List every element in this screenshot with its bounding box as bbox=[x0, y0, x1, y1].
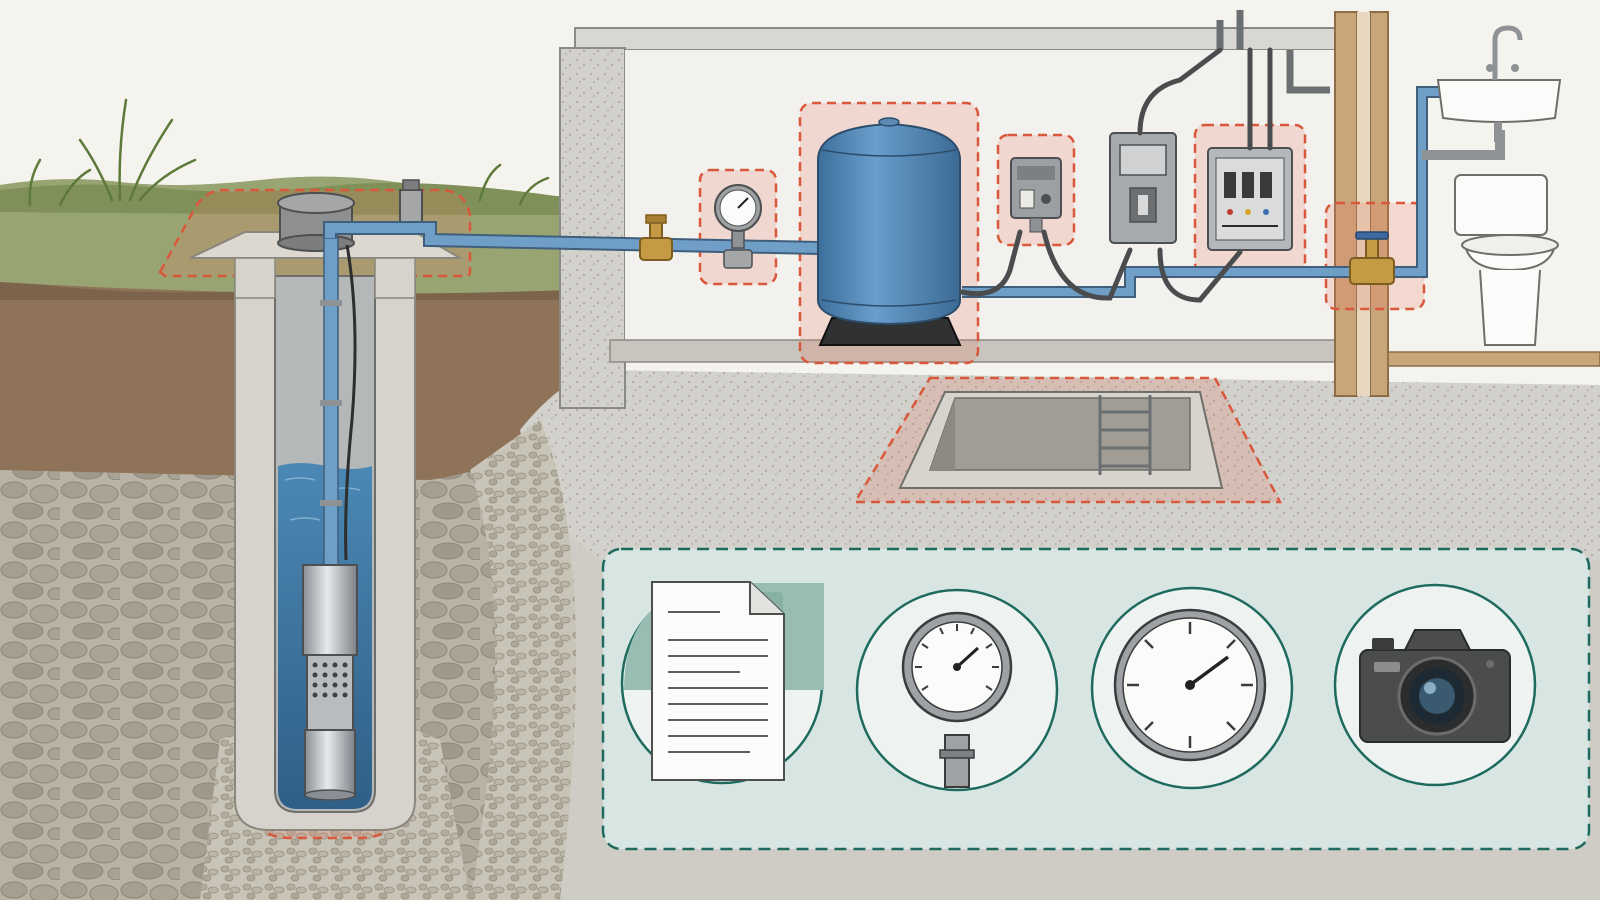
document-icon bbox=[651, 581, 785, 781]
inspection-tools-panel bbox=[601, 547, 1591, 851]
wiring-conduits bbox=[959, 47, 1273, 303]
valve-icon bbox=[1349, 231, 1395, 285]
well-cap-icon bbox=[277, 179, 423, 252]
pressure-gauge-icon bbox=[901, 611, 1013, 788]
grass-tufts bbox=[28, 98, 550, 207]
pressure-switch-icon bbox=[1010, 157, 1062, 233]
toilet-icon bbox=[1454, 174, 1559, 346]
drop-pipe bbox=[320, 237, 357, 569]
ladder-pit-icon bbox=[898, 391, 1224, 489]
pressure-tank-icon bbox=[817, 117, 962, 346]
pump-icon bbox=[302, 564, 358, 801]
tool-pressure-gauge bbox=[855, 588, 1059, 792]
control-box-icon bbox=[1207, 147, 1293, 251]
pressure-gauge-icon bbox=[714, 184, 762, 269]
sink-icon bbox=[1436, 25, 1562, 142]
tool-documents bbox=[620, 581, 824, 785]
tool-timer-dial bbox=[1090, 586, 1294, 790]
dial-icon bbox=[1113, 608, 1267, 762]
electrical-panel-icon bbox=[1109, 132, 1177, 244]
supply-pipe bbox=[323, 10, 1505, 298]
camera-icon bbox=[1359, 629, 1511, 743]
tool-camera bbox=[1333, 583, 1537, 787]
brass-check-valve bbox=[639, 214, 673, 261]
